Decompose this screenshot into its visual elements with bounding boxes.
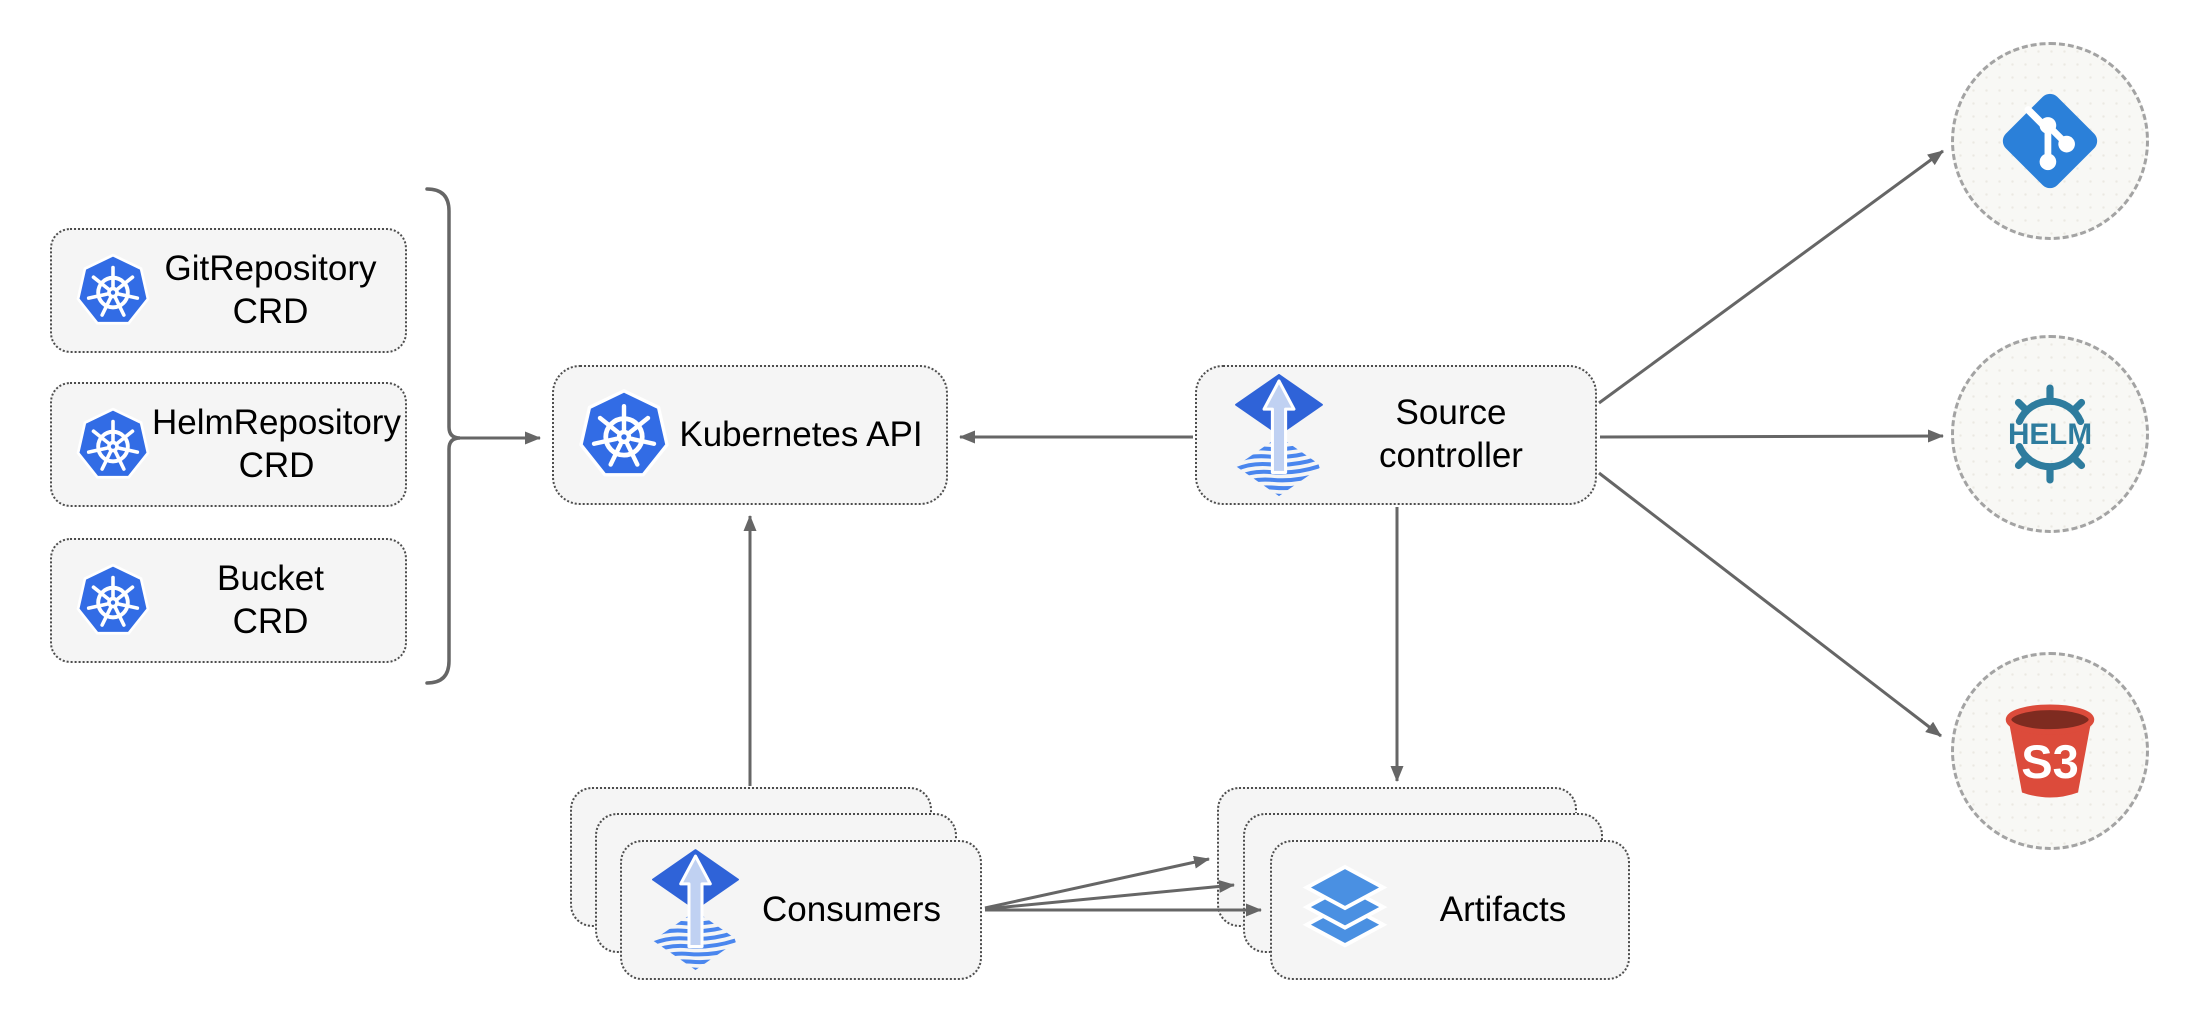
layers-icon (1302, 864, 1388, 948)
arrow-consumers-to-artifacts-middle (984, 879, 1235, 911)
artifacts-label: Artifacts (1439, 889, 1567, 929)
consumers-box: Consumers (620, 840, 982, 980)
s3-bucket-icon: S3 (2005, 704, 2095, 798)
flux-icon (1235, 374, 1323, 497)
crd-box-bucket-label: Bucket CRD (217, 558, 324, 641)
kubernetes-api-label: Kubernetes API (679, 414, 923, 454)
artifacts-box: Artifacts (1270, 840, 1630, 980)
arrow-source-controller-to-helm (1599, 429, 1944, 443)
kubernetes-api-box: Kubernetes API (552, 365, 948, 505)
kubernetes-icon (576, 387, 672, 483)
crd-group-bracket (425, 187, 461, 685)
crd-box-bucket: Bucket CRD (50, 538, 407, 663)
git-source-circle (1951, 42, 2149, 240)
crd-box-helmrepository: HelmRepository CRD (50, 382, 407, 507)
arrow-source-controller-to-git (1598, 149, 1944, 405)
kubernetes-icon (74, 406, 152, 484)
git-icon (2002, 93, 2098, 189)
helm-source-circle: HELM (1951, 335, 2149, 533)
crd-box-gitrepository-label: GitRepository CRD (164, 248, 377, 331)
s3-label: S3 (2021, 735, 2079, 788)
flux-icon (652, 849, 739, 971)
arrow-source-controller-to-s3 (1598, 471, 1942, 738)
helm-label: HELM (2008, 418, 2092, 451)
s3-source-circle: S3 (1951, 652, 2149, 850)
kubernetes-icon (74, 562, 152, 640)
crd-box-gitrepository: GitRepository CRD (50, 228, 407, 353)
kubernetes-icon (74, 252, 152, 330)
helm-icon: HELM (2008, 384, 2092, 484)
source-controller-box: Source controller (1195, 365, 1597, 505)
consumers-label: Consumers (762, 889, 941, 929)
source-controller-label: Source controller (1379, 393, 1523, 475)
crd-box-helmrepository-label: HelmRepository CRD (152, 402, 401, 485)
arrow-consumers-to-artifacts-back (984, 855, 1210, 910)
